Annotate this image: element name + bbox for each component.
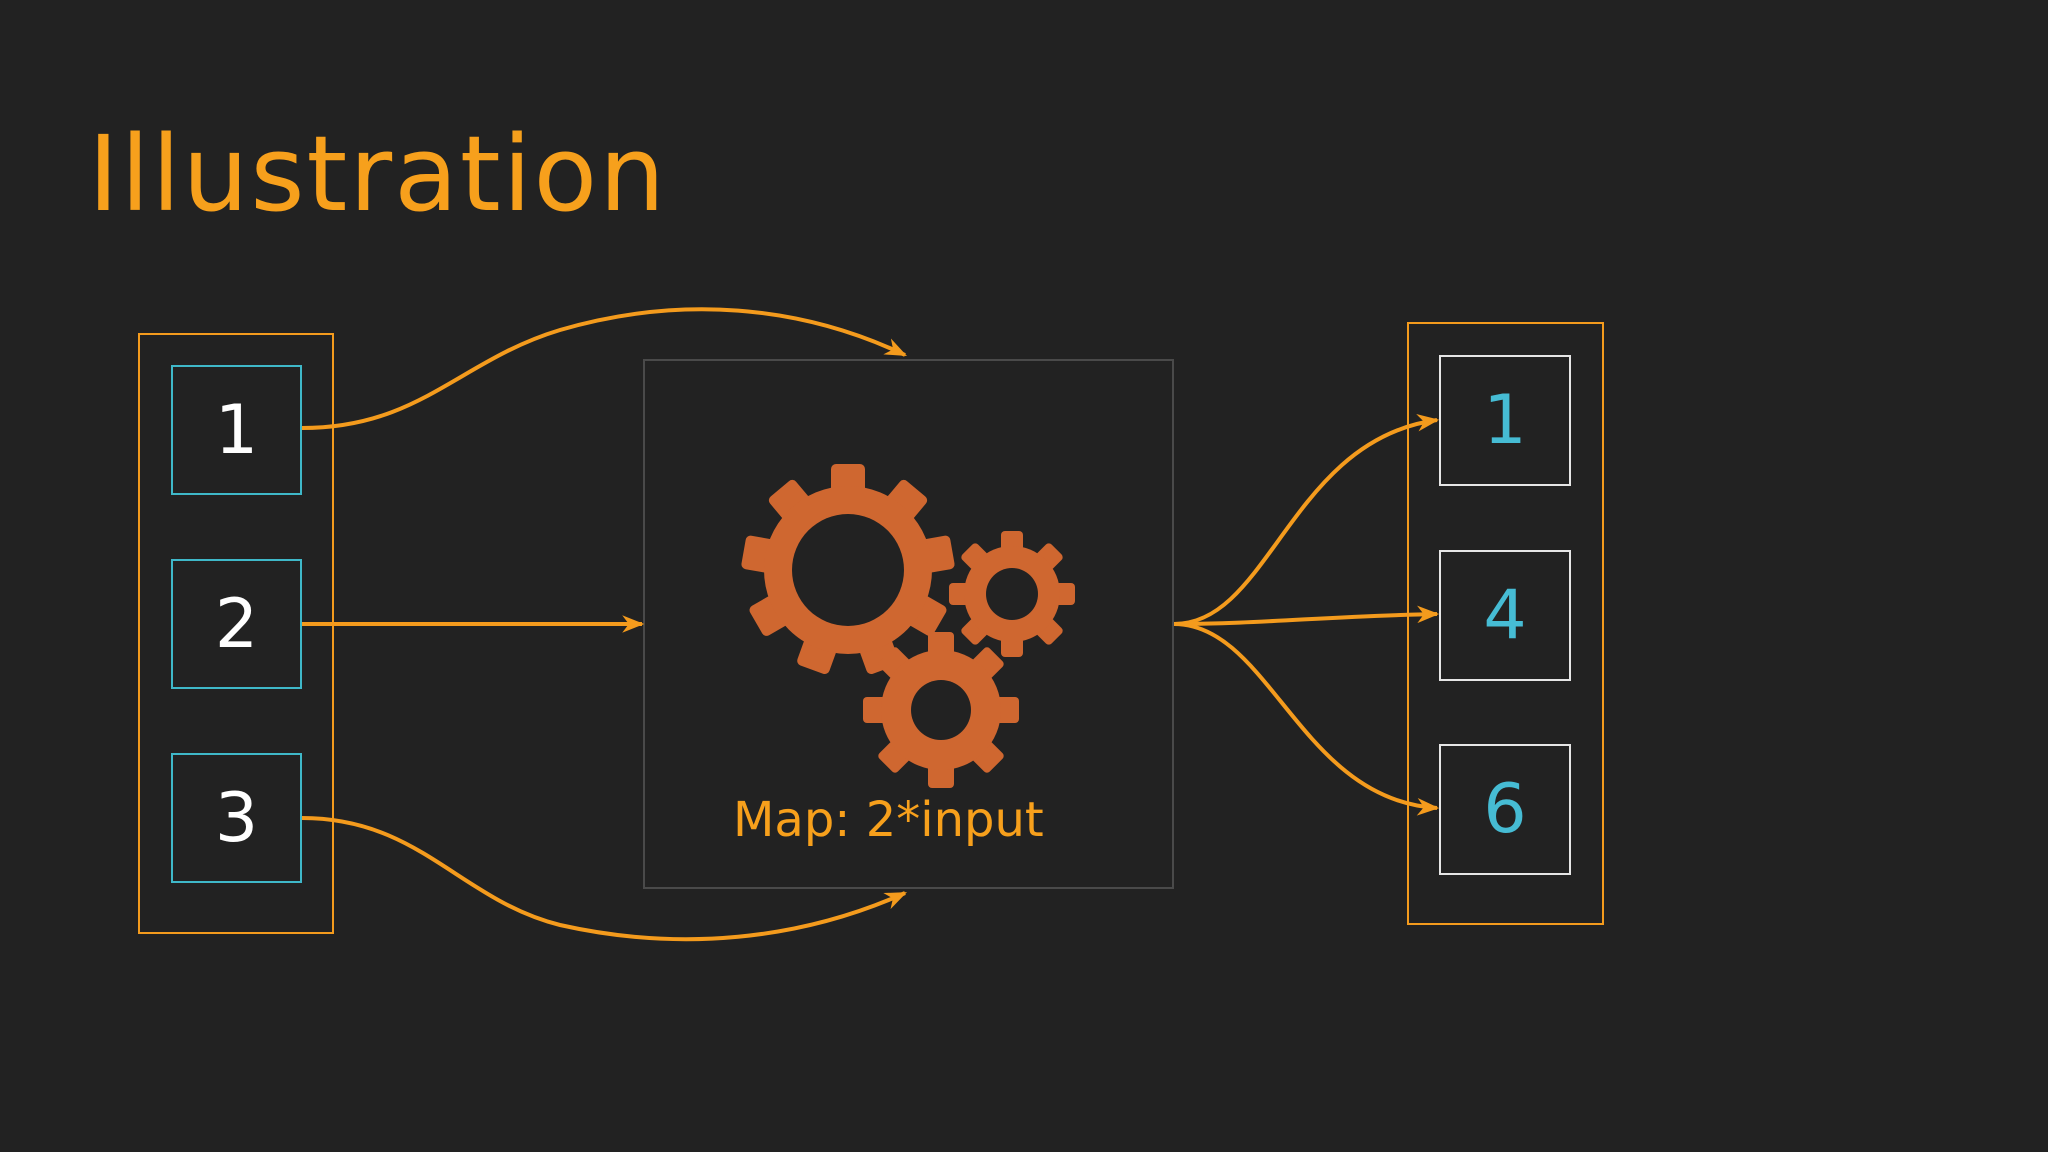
map-function-label: Map: 2*input xyxy=(733,792,1044,848)
arrow-input-3-to-map xyxy=(301,816,908,942)
gears-icon xyxy=(741,464,1075,788)
output-list-box xyxy=(1407,322,1604,925)
slide-title: Illustration xyxy=(88,113,668,235)
arrow-map-to-output-1 xyxy=(1173,413,1440,626)
output-item-2: 4 xyxy=(1439,550,1571,681)
input-item-2: 2 xyxy=(171,559,302,689)
input-item-1: 1 xyxy=(171,365,302,495)
arrow-map-to-output-2 xyxy=(1173,605,1440,626)
input-list-box xyxy=(138,333,334,934)
output-item-1: 1 xyxy=(1439,355,1571,486)
input-item-3: 3 xyxy=(171,753,302,883)
output-item-3: 6 xyxy=(1439,744,1571,875)
arrow-map-to-output-3 xyxy=(1173,622,1440,816)
arrow-input-1-to-map xyxy=(301,307,907,430)
